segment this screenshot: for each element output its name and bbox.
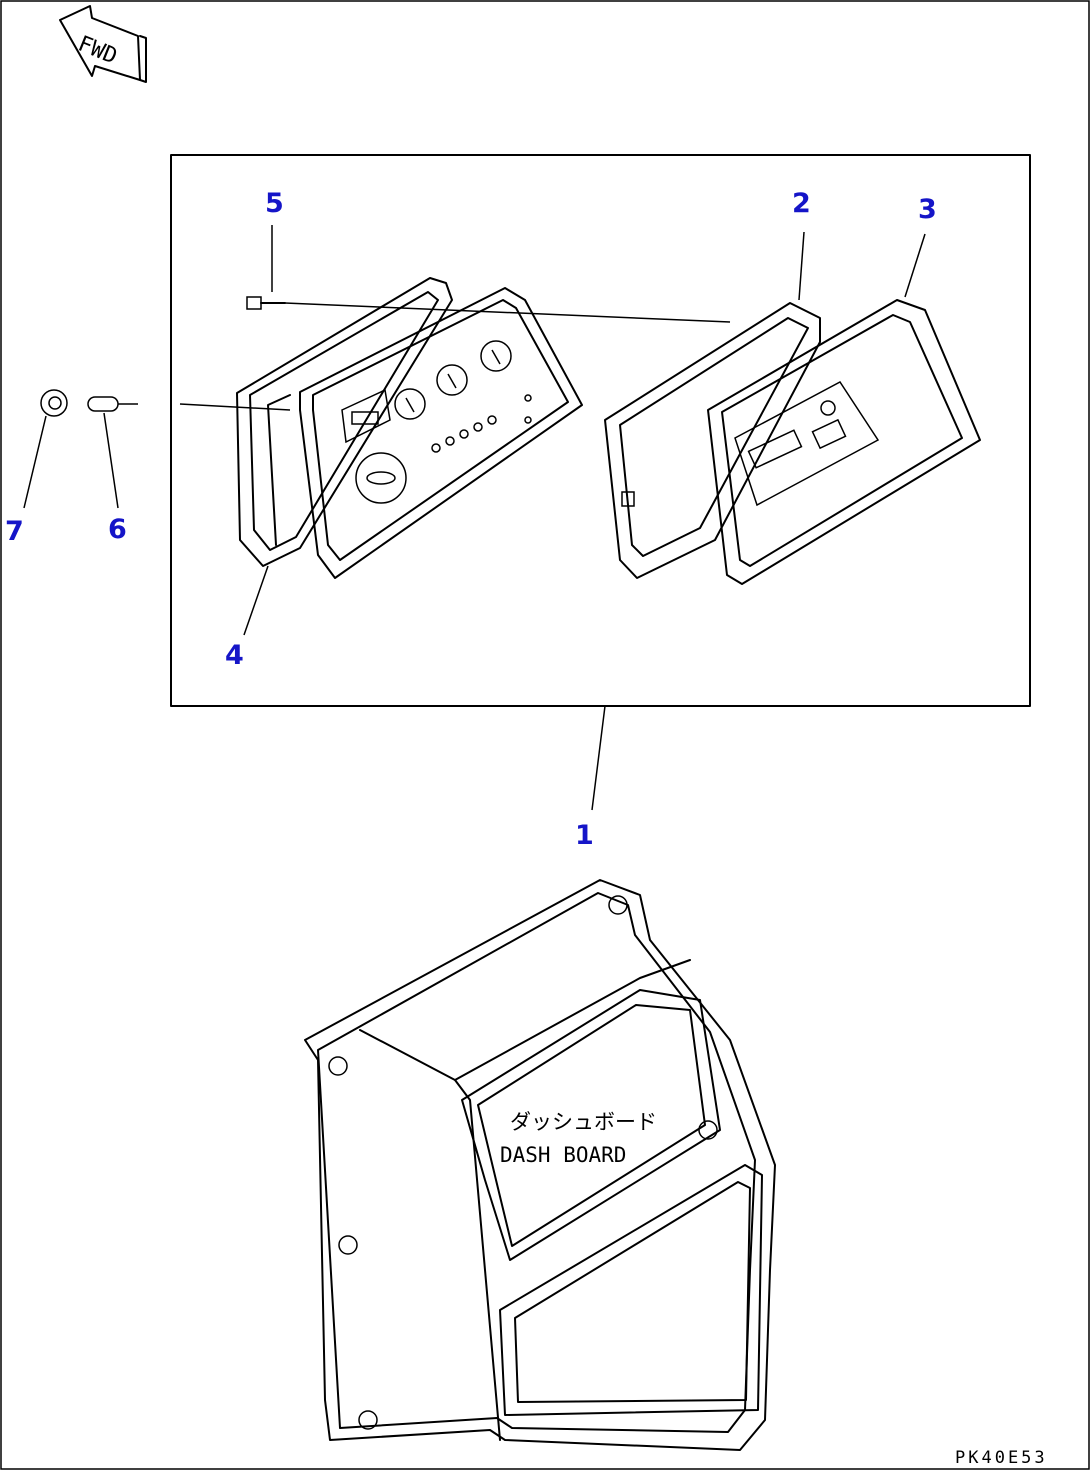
callout-4: 4 [225, 640, 244, 671]
part-4-gasket [236, 277, 453, 567]
part-5-screw [246, 225, 731, 323]
part-6-clip [87, 396, 291, 509]
callout-1: 1 [575, 820, 594, 851]
forward-arrow-label: FWD [74, 32, 120, 70]
callout-3: 3 [918, 194, 937, 225]
leader-4 [243, 565, 269, 636]
drawing-code: PK40E53 [955, 1448, 1048, 1468]
dashboard-label-en: DASH BOARD [500, 1143, 626, 1167]
callout-7: 7 [5, 516, 24, 547]
callout-5: 5 [265, 188, 284, 219]
dashboard-housing: ダッシュボード DASH BOARD [304, 879, 776, 1451]
part-3-cover [707, 233, 981, 585]
part-2-frame [604, 231, 821, 579]
callout-2: 2 [792, 188, 811, 219]
part-7-grommet [23, 389, 68, 509]
leader-1 [591, 705, 606, 811]
dashboard-label-jp: ダッシュボード [510, 1110, 657, 1134]
forward-arrow-icon: FWD [59, 5, 147, 83]
instrument-panel [299, 287, 583, 579]
assembly-box [170, 154, 1031, 707]
callout-6: 6 [108, 514, 127, 545]
